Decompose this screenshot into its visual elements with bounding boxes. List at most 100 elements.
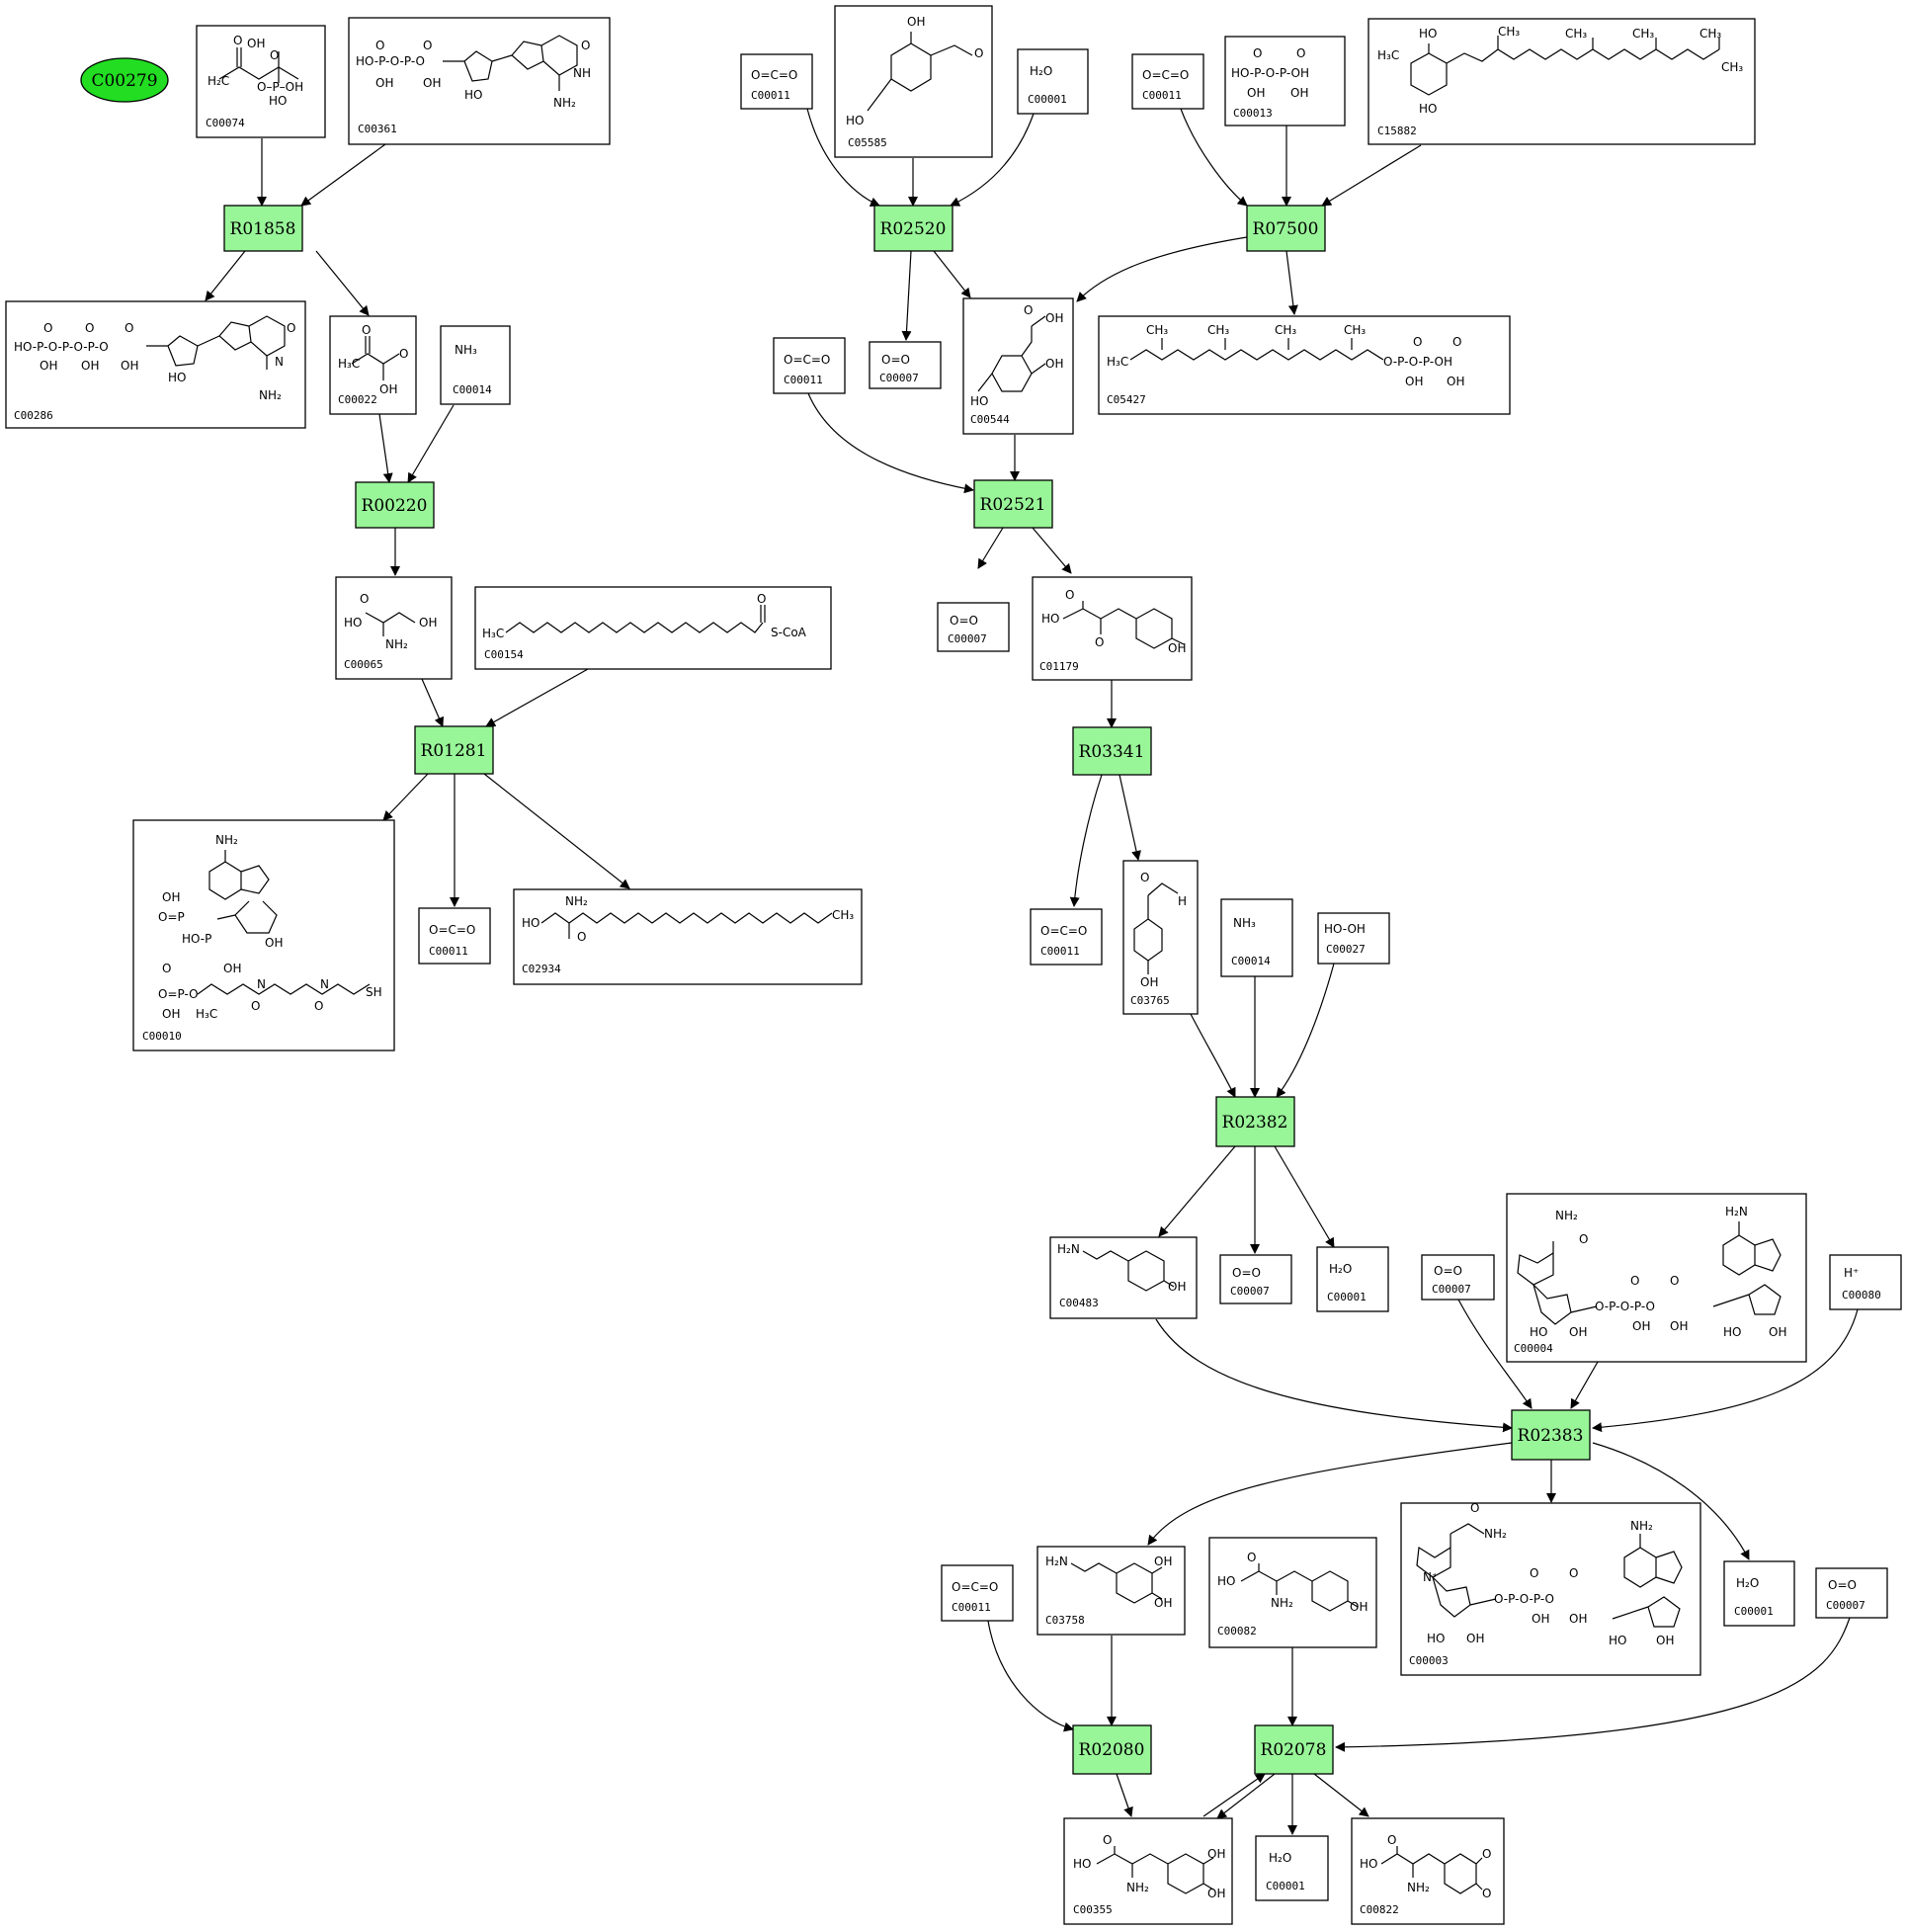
- svg-text:O: O: [1095, 635, 1104, 649]
- edge-r02520-c00544: [933, 250, 971, 298]
- compound-node-c00027[interactable]: HO-OH C00027: [1317, 912, 1390, 965]
- highlight-compound-node[interactable]: C00279: [80, 57, 169, 103]
- reaction-node-r07500[interactable]: R07500: [1246, 205, 1326, 252]
- svg-text:HO: HO: [1073, 1857, 1091, 1871]
- reaction-node-r00220[interactable]: R00220: [355, 481, 435, 529]
- reaction-node-r02383[interactable]: R02383: [1511, 1409, 1591, 1461]
- compound-node-c00011[interactable]: O=C=O C00011: [773, 337, 846, 394]
- reaction-node-r01858[interactable]: R01858: [223, 205, 303, 252]
- reaction-node-r01281[interactable]: R01281: [414, 725, 494, 775]
- compound-id: C00004: [1514, 1342, 1553, 1355]
- svg-text:O: O: [314, 999, 323, 1013]
- svg-text:HO-P-O-P-O-P-O: HO-P-O-P-O-P-O: [14, 340, 109, 354]
- compound-node-c05585[interactable]: OH O HO C05585: [834, 5, 993, 158]
- reaction-node-r02078[interactable]: R02078: [1254, 1724, 1334, 1775]
- edge-r01281-c02934: [483, 773, 630, 889]
- compound-id: C15882: [1377, 125, 1417, 137]
- compound-id: C02934: [522, 963, 561, 975]
- svg-text:OH: OH: [907, 15, 925, 29]
- compound-node-c00007[interactable]: O=O C00007: [869, 341, 942, 389]
- svg-text:CH₃: CH₃: [1207, 323, 1229, 337]
- compound-node-c00001[interactable]: H₂O C00001: [1723, 1560, 1795, 1627]
- compound-node-c00080[interactable]: H⁺ C00080: [1829, 1254, 1902, 1310]
- svg-text:HO: HO: [464, 88, 482, 102]
- svg-text:H: H: [1178, 894, 1187, 908]
- compound-node-c00011[interactable]: O=C=O C00011: [1131, 53, 1204, 110]
- reaction-node-r02521[interactable]: R02521: [973, 479, 1053, 529]
- reaction-node-r02382[interactable]: R02382: [1215, 1096, 1295, 1147]
- compound-node-c00007[interactable]: O=O C00007: [1815, 1567, 1888, 1619]
- svg-text:O: O: [375, 39, 384, 52]
- svg-text:HO: HO: [168, 371, 186, 384]
- svg-text:H₂N: H₂N: [1725, 1205, 1748, 1218]
- reaction-label: R01281: [421, 741, 487, 761]
- svg-text:H₂N: H₂N: [1057, 1242, 1080, 1256]
- svg-text:HO: HO: [344, 616, 362, 630]
- edge-r02383-c00001: [1592, 1442, 1750, 1560]
- compound-node-c00822[interactable]: HOO NH₂ OO C00822: [1351, 1817, 1505, 1925]
- compound-node-c00011[interactable]: O=C=O C00011: [1030, 908, 1103, 966]
- compound-node-c00014[interactable]: NH₃ C00014: [440, 325, 511, 405]
- edge-r02080-c00355: [1116, 1773, 1133, 1817]
- edge-r07500-c05427: [1285, 250, 1298, 315]
- svg-text:H₃C: H₃C: [1377, 48, 1399, 62]
- compound-node-c00001[interactable]: H₂O C00001: [1017, 48, 1089, 115]
- svg-text:HO: HO: [522, 916, 539, 930]
- compound-node-c00001[interactable]: H₂O C00001: [1255, 1835, 1329, 1901]
- edge-r03341-c03765: [1119, 774, 1141, 861]
- edge-c00065-r01281: [421, 678, 444, 727]
- compound-node-c03765[interactable]: OH OH C03765: [1122, 860, 1199, 1015]
- compound-node-c00483[interactable]: H₂N OH C00483: [1049, 1236, 1198, 1319]
- edge-r01858-c00022: [315, 250, 370, 316]
- svg-text:OH: OH: [1168, 641, 1186, 655]
- compound-node-c00011[interactable]: O=C=O C00011: [740, 53, 813, 110]
- reaction-label: R02080: [1079, 1740, 1145, 1760]
- formula: S-CoA: [771, 626, 807, 639]
- compound-node-c00014[interactable]: NH₃ C00014: [1220, 898, 1293, 977]
- reaction-node-r02080[interactable]: R02080: [1072, 1724, 1152, 1775]
- reaction-label: R02383: [1518, 1426, 1584, 1446]
- svg-text:O: O: [287, 321, 295, 335]
- svg-text:OH: OH: [1670, 1319, 1688, 1333]
- compound-node-c00154[interactable]: H₃C O S-CoA C00154: [474, 586, 832, 670]
- compound-node-c00011[interactable]: O=C=O C00011: [418, 907, 491, 965]
- reaction-node-r03341[interactable]: R03341: [1072, 726, 1152, 776]
- formula: H⁺: [1844, 1266, 1859, 1280]
- compound-id: C00001: [1028, 93, 1067, 106]
- compound-node-c00007[interactable]: O=O C00007: [1421, 1254, 1495, 1301]
- svg-text:N⁺: N⁺: [1423, 1570, 1438, 1584]
- svg-text:O: O: [1024, 303, 1033, 317]
- compound-node-c00007[interactable]: O=O C00007: [1219, 1254, 1292, 1304]
- compound-id: C00014: [1231, 955, 1271, 967]
- svg-text:O: O: [974, 46, 983, 60]
- svg-text:O: O: [1247, 1551, 1256, 1564]
- compound-node-c00011[interactable]: O=C=O C00011: [941, 1564, 1014, 1622]
- svg-text:O: O: [1579, 1232, 1588, 1246]
- formula: H₂O: [1030, 64, 1052, 78]
- svg-text:HO: HO: [1360, 1857, 1377, 1871]
- reaction-node-r02520[interactable]: R02520: [873, 205, 953, 252]
- compound-node-c00007[interactable]: O=O C00007: [937, 602, 1010, 652]
- compound-node-c00001[interactable]: H₂O C00001: [1316, 1246, 1389, 1312]
- svg-text:O: O: [1482, 1887, 1491, 1900]
